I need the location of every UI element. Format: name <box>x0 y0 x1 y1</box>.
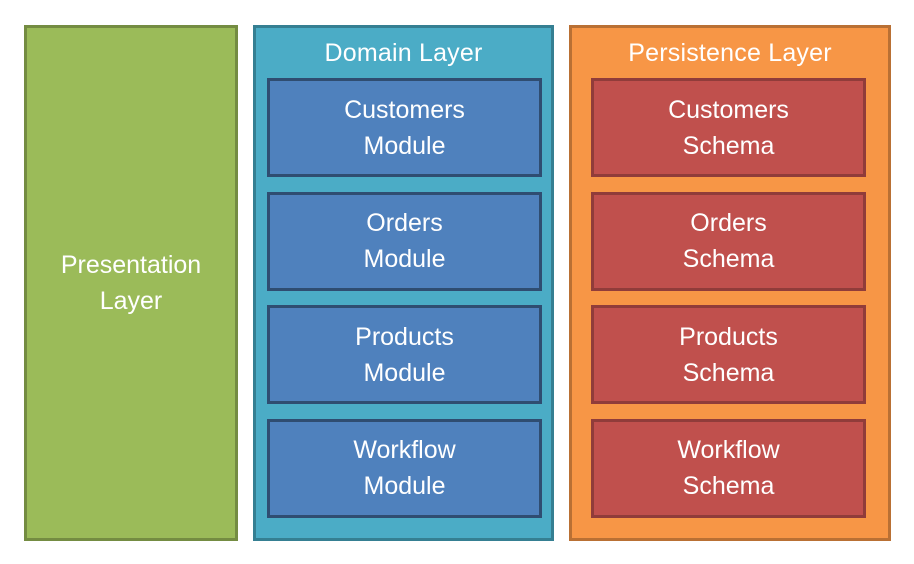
products-schema-box: Products Schema <box>591 305 866 405</box>
orders-module-box: Orders Module <box>267 191 542 291</box>
domain-layer-box: Domain Layer Customers Module Orders Mod… <box>253 25 554 541</box>
customers-schema-box: Customers Schema <box>591 78 866 177</box>
presentation-layer-box: Presentation Layer <box>24 25 238 541</box>
persistence-layer-items: Customers Schema Orders Schema Products … <box>591 78 866 518</box>
domain-layer-items: Customers Module Orders Module Products … <box>267 78 542 518</box>
workflow-schema-box: Workflow Schema <box>591 418 866 518</box>
persistence-layer-title: Persistence Layer <box>628 38 832 67</box>
persistence-layer-box: Persistence Layer Customers Schema Order… <box>569 25 891 541</box>
domain-layer-title: Domain Layer <box>324 38 483 67</box>
products-module-box: Products Module <box>267 305 542 405</box>
workflow-module-box: Workflow Module <box>267 418 542 518</box>
presentation-layer-label: Presentation Layer <box>60 251 202 315</box>
customers-module-box: Customers Module <box>267 78 542 177</box>
orders-schema-box: Orders Schema <box>591 191 866 291</box>
